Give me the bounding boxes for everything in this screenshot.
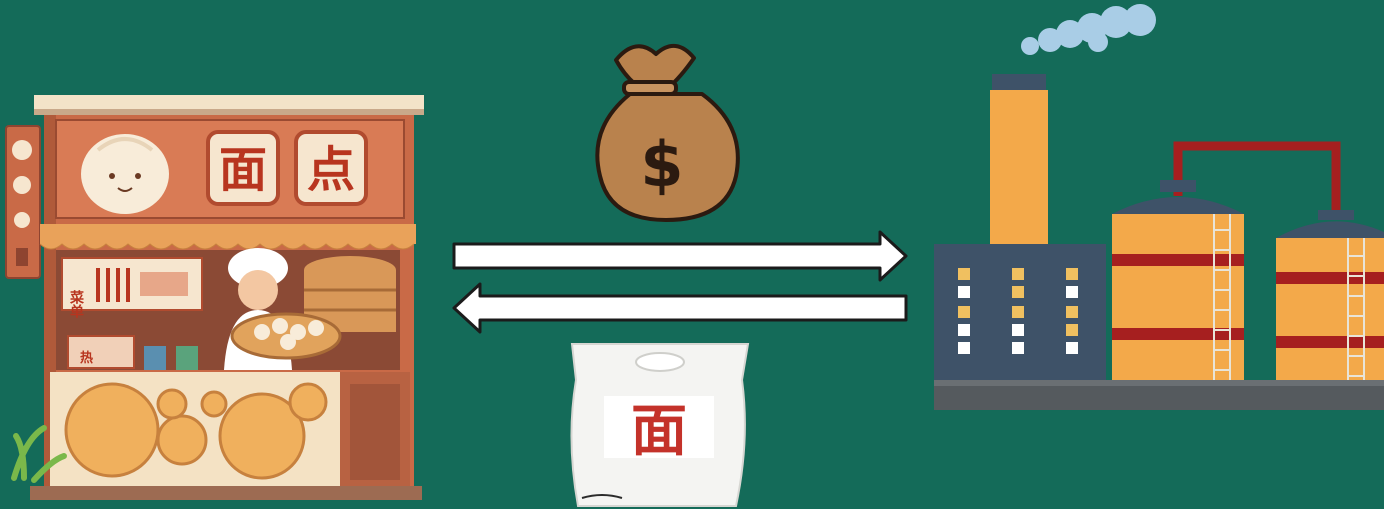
- flour-bag-char: 面: [631, 399, 687, 464]
- factory-icon: [934, 4, 1384, 410]
- smoke-icon: [1021, 4, 1156, 55]
- goods-arrow: [454, 284, 906, 332]
- flour-bag-icon: 面: [571, 344, 748, 506]
- payment-arrow: [454, 232, 906, 280]
- menu-board-text: 菜单: [68, 289, 85, 319]
- money-symbol: $: [640, 128, 683, 201]
- counter-tag: 热: [80, 350, 93, 366]
- bun-shop-icon: 面 点 菜单 热: [6, 95, 424, 500]
- money-bag-icon: $: [597, 46, 738, 220]
- sign-char-left: 面: [219, 142, 267, 198]
- sign-char-right: 点: [307, 142, 355, 198]
